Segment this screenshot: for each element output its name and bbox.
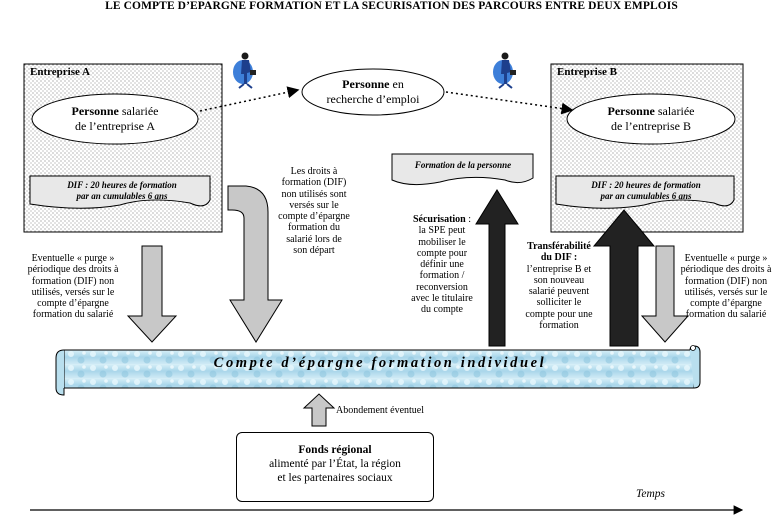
securisation-line: la SPE peut — [418, 225, 466, 237]
arrow-seeker-to-b — [445, 91, 574, 115]
transferabilite-line: l’entreprise B et — [526, 263, 592, 275]
fonds-line3: et les partenaires sociaux — [277, 472, 393, 484]
purge-arrow-right — [640, 245, 690, 343]
securisation-line: compte pour — [416, 247, 468, 259]
fonds-line2: alimenté par l’État, la région — [269, 458, 401, 470]
transferabilite-line: compte pour une — [525, 308, 593, 320]
droits-line: son départ — [293, 245, 335, 257]
transferabilite-up-arrow — [592, 209, 656, 347]
purge-left-line: Eventuelle « purge » — [31, 253, 115, 264]
droits-line: formation (DIF) — [281, 177, 347, 189]
fonds-title: Fonds régional — [298, 444, 372, 456]
job-seeker-text: Personne en recherche d’emploi — [326, 77, 420, 106]
businessman-icon-left — [233, 52, 256, 89]
securisation-line: mobiliser le — [418, 236, 466, 248]
droits-line: versés sur le — [289, 199, 339, 211]
enterprise-b-person-text: Personne salariée de l’entreprise B — [607, 104, 695, 133]
securisation-up-arrow — [475, 189, 519, 347]
formation-personne-text: Formation de la personne — [414, 160, 512, 170]
purge-right-text: Eventuelle « purge »périodique des droit… — [672, 253, 780, 321]
transferabilite-line: solliciter le — [536, 297, 582, 309]
enterprise-a-person-ellipse — [31, 93, 199, 145]
page-title: LE COMPTE D’EPARGNE FORMATION ET LA SECU… — [105, 0, 678, 12]
purge-right-line: compte d’épargne — [690, 298, 762, 310]
enterprise-a-person-text: Personne salariée de l’entreprise A — [71, 104, 159, 133]
enterprise-b-person-ellipse — [566, 93, 736, 145]
securisation-line: avec le titulaire — [411, 293, 473, 305]
compte-scroll — [55, 345, 701, 396]
enterprise-a-dif-banner — [29, 175, 211, 209]
purge-left-line: périodique des droits à — [27, 264, 119, 276]
curved-droits-arrow — [227, 185, 283, 343]
droits-line: Les droits à — [290, 166, 338, 177]
purge-right-line: périodique des droits à — [680, 264, 772, 276]
purge-left-text: Eventuelle « purge »périodique des droit… — [14, 253, 132, 321]
purge-left-line: formation (DIF) non — [31, 275, 115, 287]
transferabilite-line: son nouveau — [533, 274, 585, 286]
arrow-a-to-seeker — [199, 86, 300, 112]
securisation-line: reconversion — [416, 281, 468, 293]
purge-right-line: formation (DIF) non — [684, 275, 768, 287]
droits-line: salarié lors de — [286, 233, 342, 245]
businessman-icon-right — [493, 52, 516, 89]
compte-title: Compte d’épargne formation individuel — [213, 355, 547, 371]
transferabilite-line: salarié peuvent — [528, 286, 590, 298]
abondement-text: Abondement éventuel — [336, 405, 425, 416]
purge-left-line: compte d’épargne — [37, 298, 109, 310]
droits-line: formation du — [288, 222, 340, 234]
droits-line: non utilisés sont — [281, 188, 347, 200]
formation-personne-banner — [391, 153, 534, 186]
securisation-line: définir une — [420, 259, 464, 271]
securisation-line: formation / — [419, 270, 465, 282]
purge-arrow-left — [126, 245, 178, 343]
purge-right-line: utilisés, versés sur le — [684, 286, 768, 298]
securisation-line: du compte — [421, 304, 463, 316]
purge-right-line: Eventuelle « purge » — [684, 253, 768, 264]
purge-right-line: formation du salarié — [685, 309, 767, 321]
enterprise-b-label: Entreprise B — [557, 66, 617, 78]
temps-label: Temps — [636, 488, 665, 500]
abondement-arrow — [302, 393, 336, 427]
job-seeker-ellipse — [301, 68, 445, 116]
enterprise-b-dif-banner — [555, 175, 735, 209]
purge-left-line: formation du salarié — [32, 309, 114, 321]
transferabilite-line: formation — [539, 320, 579, 332]
fonds-regional-box: Fonds régional alimenté par l’État, la r… — [236, 432, 434, 502]
enterprise-a-label: Entreprise A — [30, 66, 90, 78]
purge-left-line: utilisés, versés sur le — [31, 286, 115, 298]
droits-line: compte d’épargne — [278, 211, 350, 223]
